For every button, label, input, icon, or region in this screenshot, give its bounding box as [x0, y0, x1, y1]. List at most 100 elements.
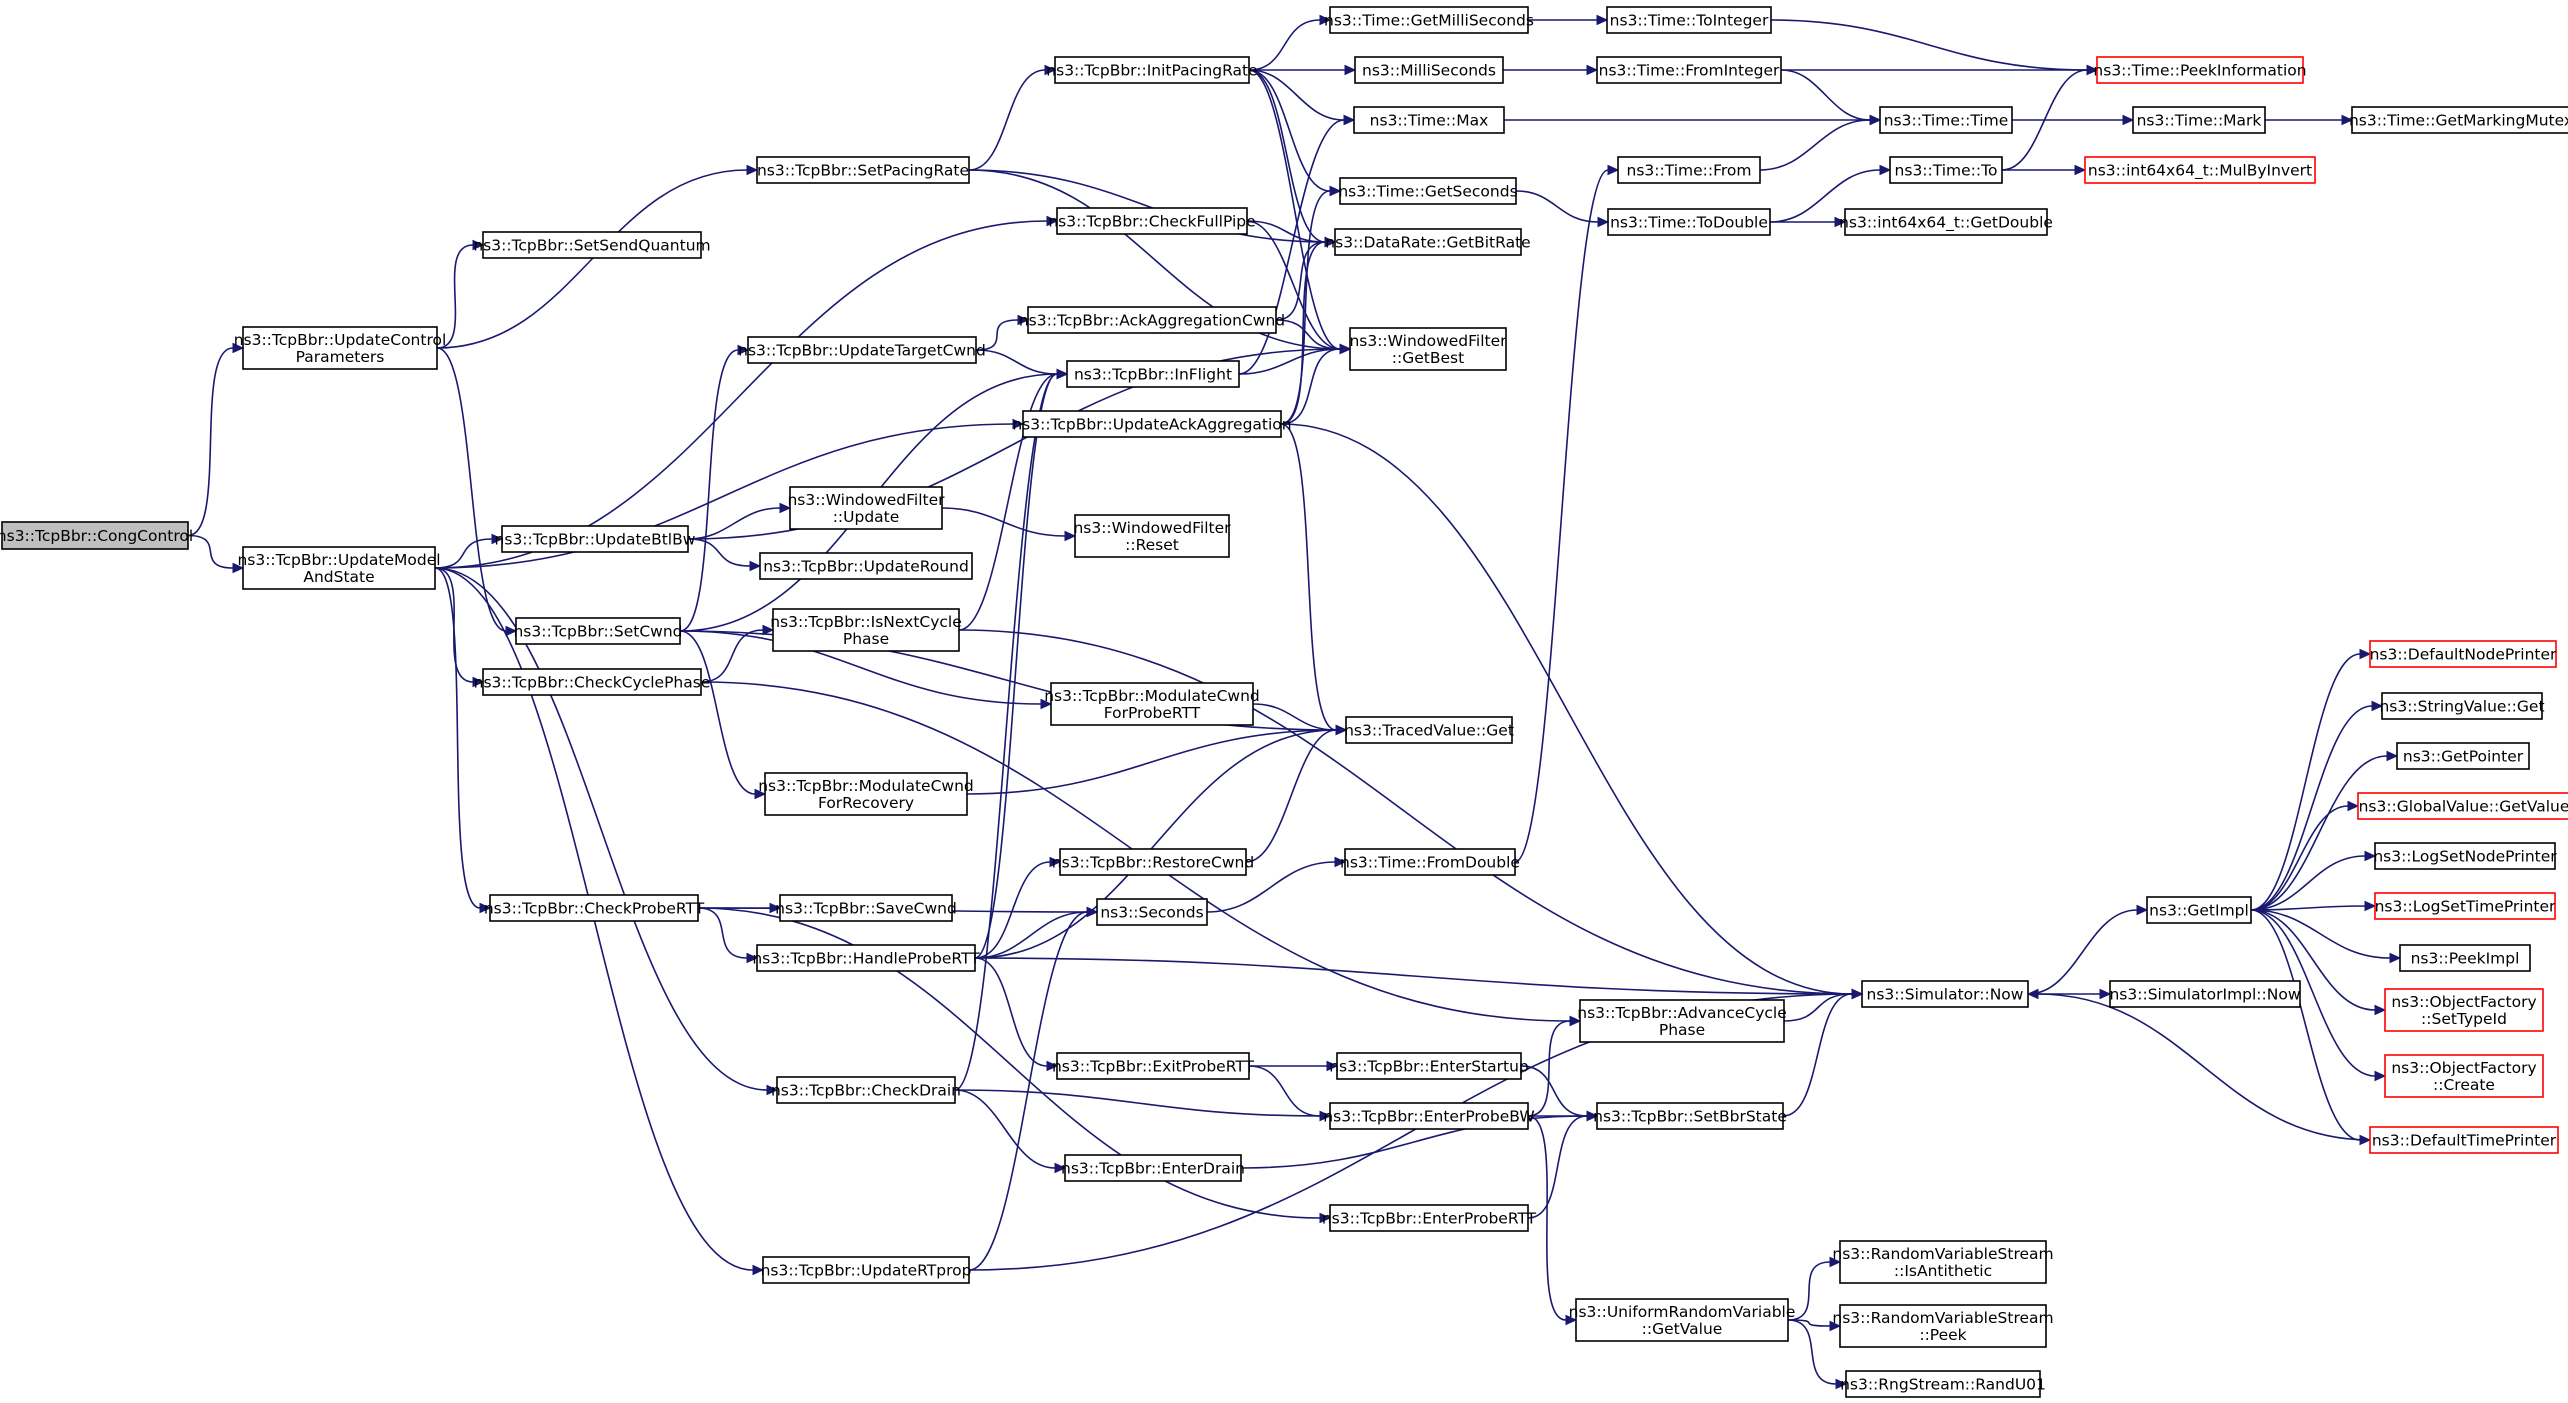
node-in-flight[interactable]: ns3::TcpBbr::InFlight: [1066, 360, 1240, 388]
node-handle-probe-rtt[interactable]: ns3::TcpBbr::HandleProbeRTT: [752, 944, 980, 972]
node-label: ns3::TcpBbr::SetBbrState: [1593, 1108, 1787, 1126]
node-get-pointer[interactable]: ns3::GetPointer: [2396, 742, 2530, 770]
node-label: ns3::TcpBbr::UpdateTargetCwnd: [738, 342, 986, 360]
node-set-bbr-state[interactable]: ns3::TcpBbr::SetBbrState: [1593, 1102, 1787, 1130]
node-label: ForProbeRTT: [1104, 704, 1201, 722]
node-default-time-printer[interactable]: ns3::DefaultTimePrinter: [2369, 1126, 2559, 1154]
node-windowed-filter-update[interactable]: ns3::WindowedFilter::Update: [787, 486, 945, 530]
node-time-get-seconds[interactable]: ns3::Time::GetSeconds: [1338, 177, 1518, 205]
node-data-rate-get-bit-rate[interactable]: ns3::DataRate::GetBitRate: [1325, 228, 1531, 256]
node-box: [1596, 56, 1782, 84]
node-label: ns3::TcpBbr::UpdateAckAggregation: [1012, 416, 1291, 434]
node-update-round[interactable]: ns3::TcpBbr::UpdateRound: [759, 552, 973, 580]
node-label: ::Create: [2433, 1076, 2495, 1094]
node-box: [2396, 742, 2530, 770]
node-time-peek-information[interactable]: ns3::Time::PeekInformation: [2093, 56, 2307, 84]
edge-handle-probe-rtt-to-restore-cwnd: [974, 856, 1062, 959]
node-time-mark[interactable]: ns3::Time::Mark: [2132, 106, 2266, 134]
node-log-set-time-printer[interactable]: ns3::LogSetTimePrinter: [2374, 892, 2556, 920]
node-windowed-filter-get-best[interactable]: ns3::WindowedFilter::GetBest: [1349, 327, 1507, 371]
node-object-factory-set-type-id[interactable]: ns3::ObjectFactory::SetTypeId: [2384, 988, 2544, 1032]
node-time-get-milli-seconds[interactable]: ns3::Time::GetMilliSeconds: [1324, 6, 1534, 34]
node-box: [1054, 56, 1250, 84]
node-label: ns3::TcpBbr::SetSendQuantum: [473, 237, 710, 255]
node-int64-get-double[interactable]: ns3::int64x64_t::GetDouble: [1839, 208, 2053, 236]
node-simulator-now[interactable]: ns3::Simulator::Now: [1861, 980, 2029, 1008]
node-box: [2351, 106, 2568, 134]
node-time-to[interactable]: ns3::Time::To: [1889, 156, 2003, 184]
node-time-from[interactable]: ns3::Time::From: [1617, 156, 1761, 184]
node-global-value-get-value[interactable]: ns3::GlobalValue::GetValue: [2357, 792, 2568, 820]
node-update-r-tprop[interactable]: ns3::TcpBbr::UpdateRTprop: [761, 1256, 972, 1284]
edge-uniform-random-variable-get-value-to-rvs-peek: [1787, 1319, 1842, 1332]
node-uniform-random-variable-get-value[interactable]: ns3::UniformRandomVariable::GetValue: [1569, 1298, 1796, 1342]
edge-update-btl-bw-to-update-round: [687, 538, 762, 572]
node-label: ns3::TcpBbr::UpdateRound: [763, 558, 969, 576]
node-time-to-double[interactable]: ns3::Time::ToDouble: [1607, 208, 1771, 236]
node-restore-cwnd[interactable]: ns3::TcpBbr::RestoreCwnd: [1052, 848, 1254, 876]
edge-init-pacing-rate-to-time-get-milli-seconds: [1248, 14, 1332, 71]
node-time-get-marking-mutex[interactable]: ns3::Time::GetMarkingMutex: [2349, 106, 2568, 134]
node-log-set-node-printer[interactable]: ns3::LogSetNodePrinter: [2373, 842, 2557, 870]
node-check-full-pipe[interactable]: ns3::TcpBbr::CheckFullPipe: [1048, 207, 1256, 235]
node-string-value-get[interactable]: ns3::StringValue::Get: [2379, 692, 2545, 720]
node-time-from-double[interactable]: ns3::Time::FromDouble: [1340, 848, 1520, 876]
node-time-to-integer[interactable]: ns3::Time::ToInteger: [1606, 6, 1772, 34]
node-update-ack-aggregation[interactable]: ns3::TcpBbr::UpdateAckAggregation: [1012, 410, 1292, 438]
node-label: ns3::TcpBbr::SaveCwnd: [775, 900, 957, 918]
edge-time-mark-to-time-get-marking-mutex: [2265, 114, 2354, 126]
node-enter-probe-rtt[interactable]: ns3::TcpBbr::EnterProbeRTT: [1322, 1204, 1537, 1232]
node-rvs-peek[interactable]: ns3::RandomVariableStream::Peek: [1832, 1304, 2054, 1348]
node-get-impl[interactable]: ns3::GetImpl: [2146, 896, 2252, 924]
node-windowed-filter-reset[interactable]: ns3::WindowedFilter::Reset: [1073, 514, 1231, 558]
node-label: ns3::WindowedFilter: [1073, 519, 1231, 537]
edge-set-bbr-state-to-simulator-now: [1782, 988, 1864, 1117]
node-milli-seconds[interactable]: ns3::MilliSeconds: [1354, 56, 1504, 84]
node-init-pacing-rate[interactable]: ns3::TcpBbr::InitPacingRate: [1046, 56, 1258, 84]
node-ack-aggregation-cwnd[interactable]: ns3::TcpBbr::AckAggregationCwnd: [1019, 306, 1285, 334]
node-save-cwnd[interactable]: ns3::TcpBbr::SaveCwnd: [775, 894, 957, 922]
node-set-pacing-rate[interactable]: ns3::TcpBbr::SetPacingRate: [756, 156, 970, 184]
node-box: [776, 1076, 956, 1104]
node-simulator-impl-now[interactable]: ns3::SimulatorImpl::Now: [2109, 980, 2301, 1008]
node-time-max[interactable]: ns3::Time::Max: [1353, 106, 1505, 134]
node-enter-startup[interactable]: ns3::TcpBbr::EnterStartup: [1329, 1052, 1529, 1080]
node-update-target-cwnd[interactable]: ns3::TcpBbr::UpdateTargetCwnd: [738, 336, 986, 364]
node-label: ::IsAntithetic: [1894, 1262, 1992, 1280]
node-rng-stream-rand-u01[interactable]: ns3::RngStream::RandU01: [1840, 1370, 2046, 1398]
node-enter-drain[interactable]: ns3::TcpBbr::EnterDrain: [1061, 1154, 1245, 1182]
node-box: [2109, 980, 2301, 1008]
node-rvs-is-antithetic[interactable]: ns3::RandomVariableStream::IsAntithetic: [1832, 1240, 2054, 1284]
node-exit-probe-rtt[interactable]: ns3::TcpBbr::ExitProbeRTT: [1052, 1052, 1255, 1080]
node-traced-value-get[interactable]: ns3::TracedValue::Get: [1344, 716, 1514, 744]
node-seconds[interactable]: ns3::Seconds: [1096, 898, 1208, 926]
node-enter-probe-bw[interactable]: ns3::TcpBbr::EnterProbeBW: [1323, 1102, 1535, 1130]
node-box: [1579, 999, 1785, 1043]
node-int64-mul-by-invert[interactable]: ns3::int64x64_t::MulByInvert: [2084, 156, 2316, 184]
node-box: [1329, 1204, 1529, 1232]
node-check-cycle-phase[interactable]: ns3::TcpBbr::CheckCyclePhase: [474, 668, 711, 696]
node-label: ns3::Simulator::Now: [1867, 986, 2024, 1004]
node-label: ns3::LogSetNodePrinter: [2373, 848, 2557, 866]
node-set-send-quantum[interactable]: ns3::TcpBbr::SetSendQuantum: [473, 231, 711, 259]
node-check-probe-rtt[interactable]: ns3::TcpBbr::CheckProbeRTT: [484, 894, 705, 922]
node-peek-impl[interactable]: ns3::PeekImpl: [2399, 944, 2531, 972]
node-time-from-integer[interactable]: ns3::Time::FromInteger: [1596, 56, 1782, 84]
node-object-factory-create[interactable]: ns3::ObjectFactory::Create: [2384, 1054, 2544, 1098]
edge-set-cwnd-to-update-target-cwnd: [679, 344, 750, 632]
node-box: [1329, 6, 1529, 34]
node-time-time[interactable]: ns3::Time::Time: [1879, 106, 2013, 134]
node-update-btl-bw[interactable]: ns3::TcpBbr::UpdateBtlBw: [495, 525, 696, 553]
node-default-node-printer[interactable]: ns3::DefaultNodePrinter: [2369, 640, 2557, 668]
node-label: ns3::Time::GetMarkingMutex: [2349, 112, 2568, 130]
node-check-drain[interactable]: ns3::TcpBbr::CheckDrain: [771, 1076, 961, 1104]
node-set-cwnd[interactable]: ns3::TcpBbr::SetCwnd: [513, 617, 683, 645]
edge-time-max-to-time-time: [1504, 114, 1882, 126]
